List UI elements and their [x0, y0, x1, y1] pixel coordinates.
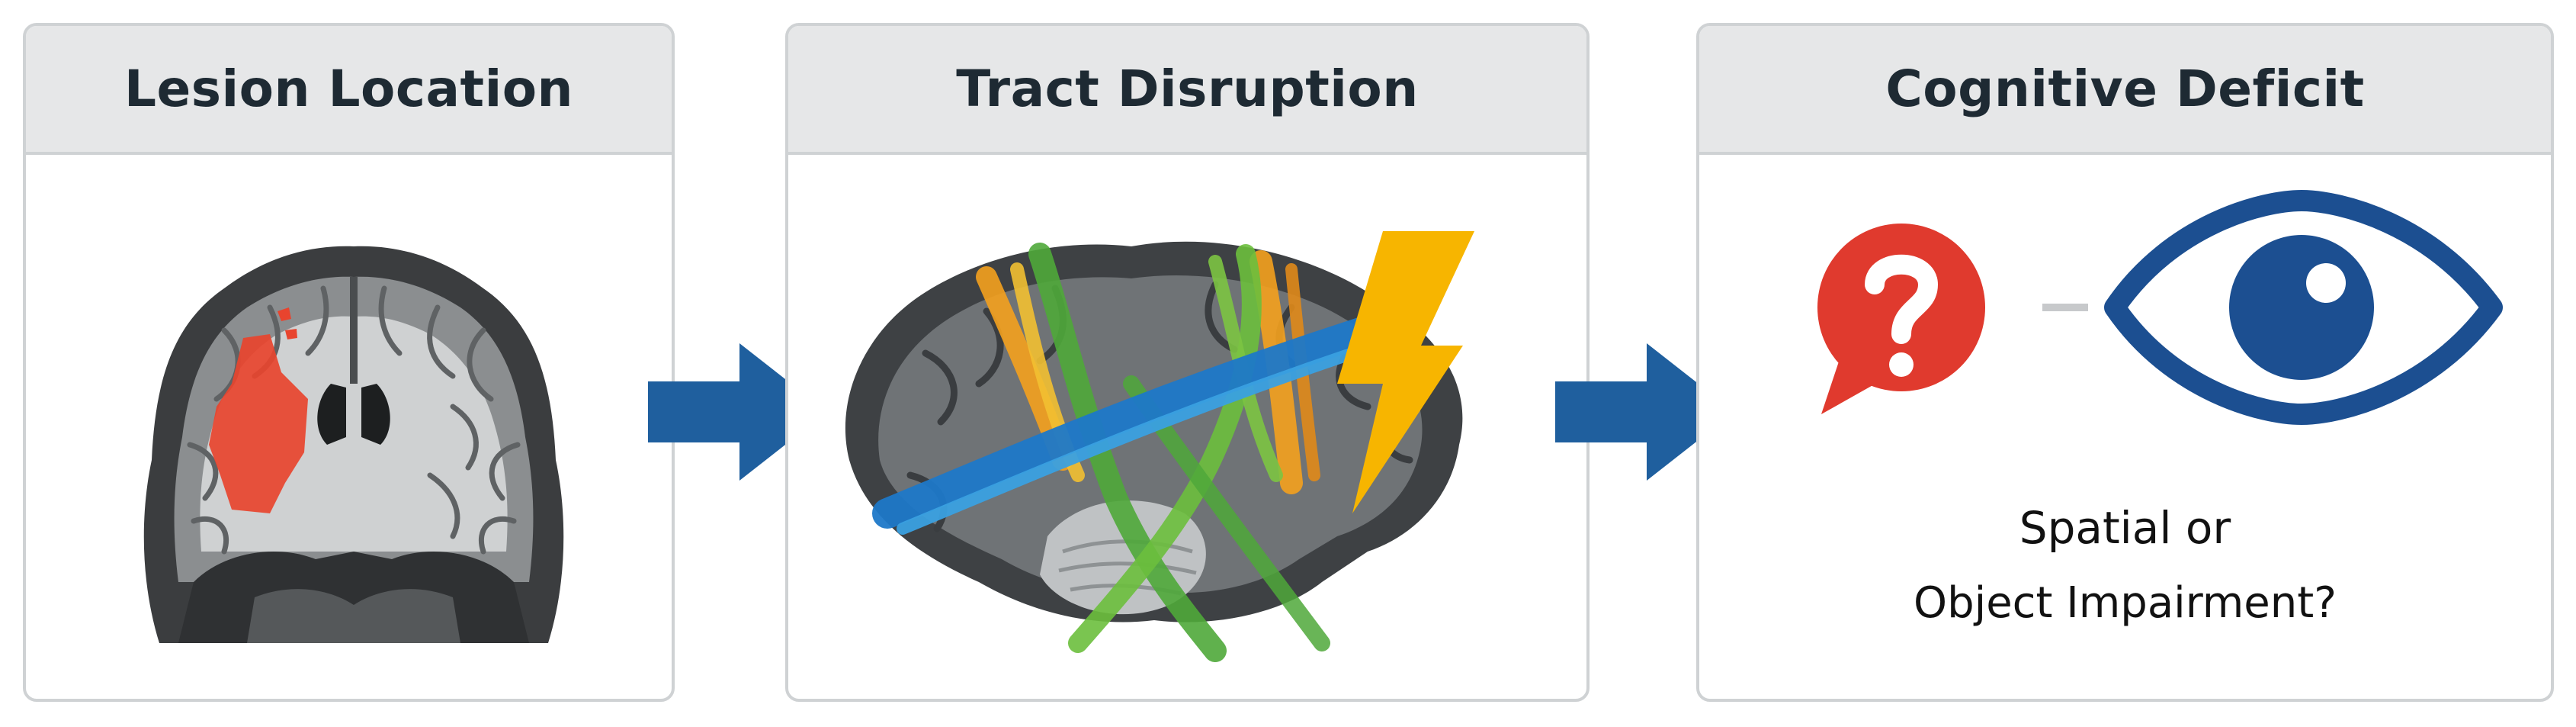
dash-separator [2042, 304, 2088, 311]
panel-header: Tract Disruption [788, 26, 1586, 155]
lesion-location-panel: Lesion Location [23, 23, 675, 702]
panel-title-cognitive-deficit: Cognitive Deficit [1885, 60, 2365, 118]
cognitive-deficit-panel: Cognitive Deficit Spatial or Object Impa… [1696, 23, 2554, 702]
panel-title-lesion-location: Lesion Location [124, 60, 574, 118]
brain-coronal-slice-icon [143, 246, 564, 643]
panel-body [788, 155, 1586, 699]
panel-header: Cognitive Deficit [1699, 26, 2551, 155]
brain-tractography-icon [845, 231, 1474, 662]
flow-arrow-1 [648, 336, 831, 488]
deficit-icons [1817, 190, 2503, 425]
deficit-label-line-2: Object Impairment? [1914, 578, 2337, 628]
question-bubble-icon [1817, 224, 1985, 414]
eye-icon [2104, 190, 2503, 425]
deficit-label-line-1: Spatial or [2019, 502, 2231, 554]
panel-title-tract-disruption: Tract Disruption [956, 60, 1419, 118]
panel-body: Spatial or Object Impairment? [1699, 155, 2551, 699]
arrow-right-icon [1555, 343, 1734, 481]
arrow-right-icon [648, 343, 827, 481]
panel-header: Lesion Location [26, 26, 672, 155]
flow-arrow-2 [1555, 336, 1738, 488]
panel-body [26, 155, 672, 699]
tract-disruption-panel: Tract Disruption [785, 23, 1590, 702]
